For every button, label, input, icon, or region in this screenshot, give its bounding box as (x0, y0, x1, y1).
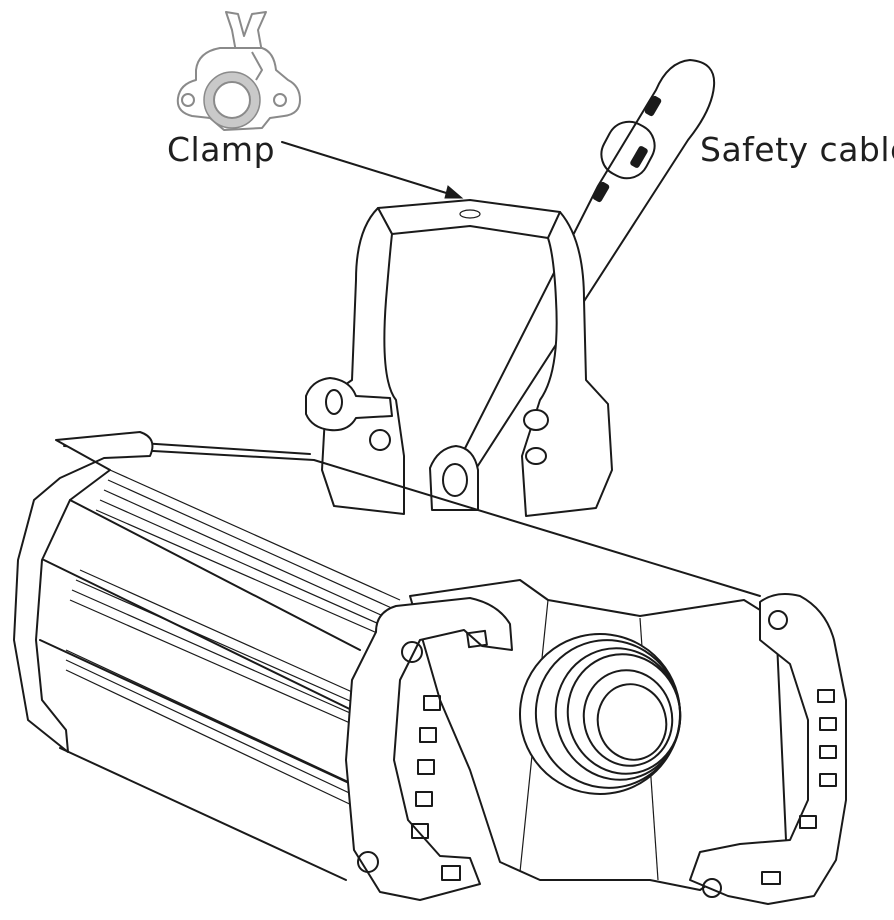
clamp-label: Clamp (167, 130, 276, 169)
clamp-arrow (281, 141, 464, 199)
safety-cable (453, 59, 716, 479)
fixture-body (13, 431, 847, 905)
safety-cable-label: Safety cable (700, 130, 894, 169)
yoke-bracket (305, 199, 613, 517)
clamp-icon (176, 11, 301, 131)
